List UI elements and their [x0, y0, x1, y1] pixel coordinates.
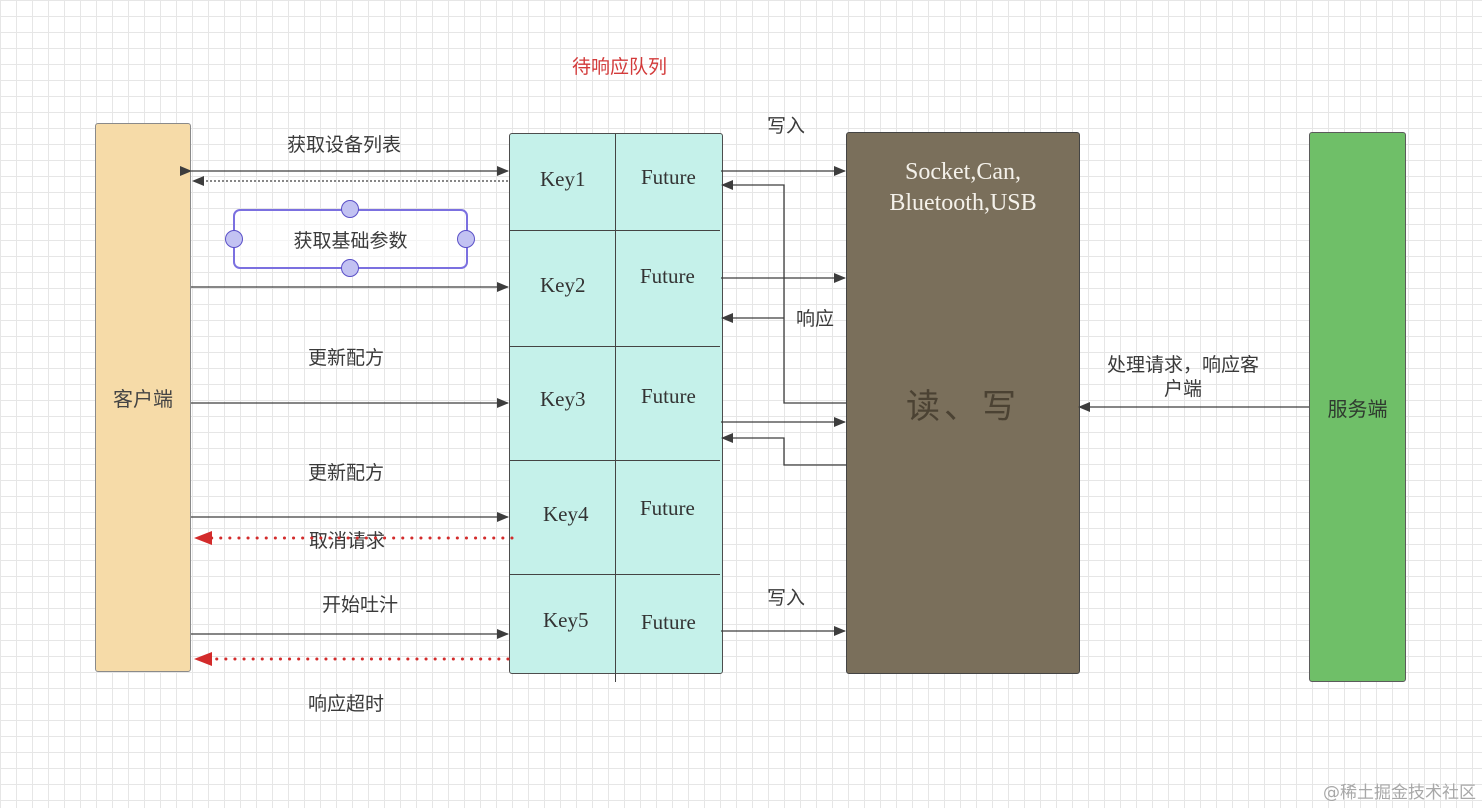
update-recipe-label: 更新配方	[308, 462, 385, 484]
queue-column-divider	[615, 134, 616, 682]
queue-row-divider	[510, 574, 720, 575]
queue-key-cell: Key3	[540, 387, 586, 411]
start-spit-label: 开始吐汁	[322, 594, 399, 616]
queue-row-divider	[510, 460, 720, 461]
io-read-write-label: 读、写	[906, 387, 1020, 427]
timeout-label: 响应超时	[308, 693, 385, 715]
client-box[interactable]: 客户端	[95, 123, 191, 672]
selection-handle[interactable]	[225, 230, 243, 248]
queue-row-divider	[510, 346, 720, 347]
selection-handle[interactable]	[457, 230, 475, 248]
queue-future-cell: Future	[640, 264, 695, 288]
write-label: 写入	[767, 115, 806, 137]
queue-future-cell: Future	[641, 165, 696, 189]
queue-future-cell: Future	[641, 610, 696, 634]
write-label: 写入	[767, 587, 806, 609]
io-channel-box[interactable]: Socket,Can, Bluetooth,USB 读、写	[846, 132, 1080, 674]
watermark: @稀土掘金技术社区	[1323, 783, 1476, 803]
pending-queue-table[interactable]: Key1 Future Key2 Future Key3 Future Key4…	[509, 133, 723, 682]
queue-future-cell: Future	[640, 496, 695, 520]
selection-handle[interactable]	[341, 259, 359, 277]
server-label: 服务端	[1327, 396, 1388, 421]
queue-row-divider	[510, 230, 720, 231]
queue-key-cell: Key1	[540, 167, 586, 191]
update-recipe-label: 更新配方	[308, 347, 385, 369]
cancel-request-label: 取消请求	[309, 530, 386, 552]
queue-key-cell: Key5	[543, 608, 589, 632]
response-arrow[interactable]	[721, 180, 846, 404]
queue-future-cell: Future	[641, 384, 696, 408]
server-box[interactable]: 服务端	[1309, 132, 1406, 682]
selection-handle[interactable]	[341, 200, 359, 218]
response-arrow[interactable]	[721, 433, 846, 466]
client-label: 客户端	[113, 387, 173, 411]
get-params-label: 获取基础参数	[293, 229, 408, 252]
queue-key-cell: Key2	[540, 273, 586, 297]
server-action-label: 处理请求，响应客 户端	[1107, 354, 1260, 400]
response-label: 响应	[796, 308, 835, 330]
io-channel-title: Socket,Can, Bluetooth,USB	[889, 159, 1037, 216]
queue-title: 待响应队列	[572, 56, 668, 78]
get-devices-label: 获取设备列表	[287, 134, 402, 156]
queue-key-cell: Key4	[543, 502, 589, 526]
